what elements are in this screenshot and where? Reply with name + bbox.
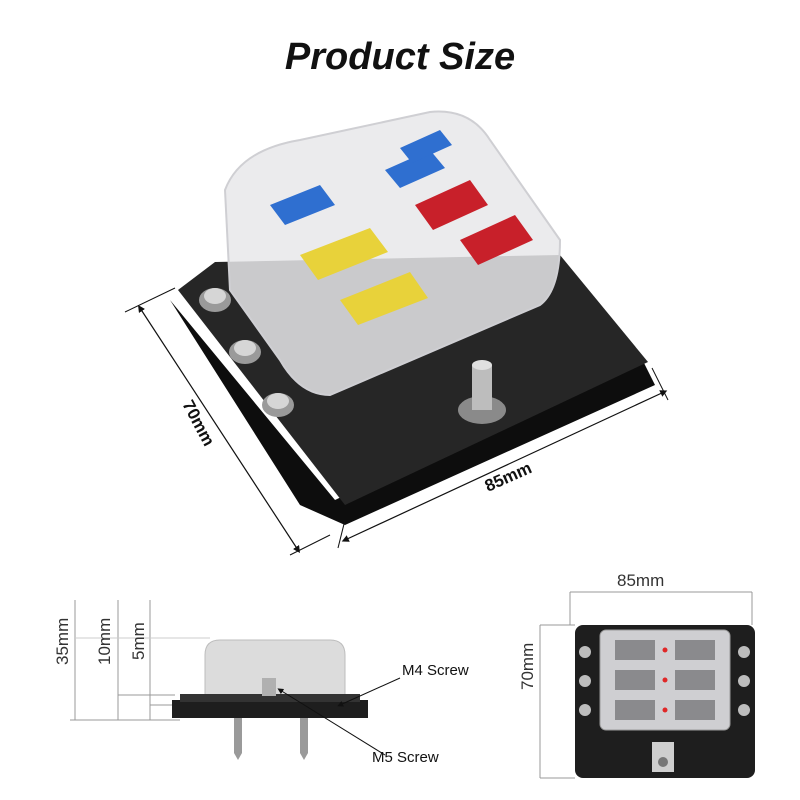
total-height-label: 35mm (53, 618, 72, 665)
terminal-screw (199, 288, 231, 312)
fuse-slot (615, 640, 715, 720)
m4-screw-label: M4 Screw (402, 662, 469, 679)
fuse-block-3d-view: 70mm 85mm (124, 110, 669, 556)
top-view: 85mm 70mm (518, 571, 755, 779)
fuse-blue (270, 130, 452, 225)
fuse-yellow (300, 228, 428, 325)
depth-dimension-label: 70mm (178, 397, 218, 449)
led-indicator (662, 647, 668, 713)
mounting-screw (300, 718, 308, 760)
side-view: 35mm 10mm 5mm M4 Screw M5 Screw (53, 600, 469, 766)
ground-stud (658, 757, 668, 767)
top-width-label: 85mm (617, 571, 664, 590)
side-base (172, 700, 368, 718)
top-height-label: 70mm (518, 643, 537, 690)
mid-height-label: 10mm (95, 618, 114, 665)
transparent-cover (223, 110, 562, 397)
terminal-screw (262, 393, 294, 417)
mounting-screw (234, 718, 242, 760)
fuse-red (415, 180, 533, 265)
side-cover (204, 639, 346, 696)
terminal-screw (229, 340, 261, 364)
base-height-label: 5mm (129, 622, 148, 660)
terminal-screw (579, 646, 750, 716)
m5-screw-label: M5 Screw (372, 749, 439, 766)
page-title: Product Size (284, 36, 516, 78)
